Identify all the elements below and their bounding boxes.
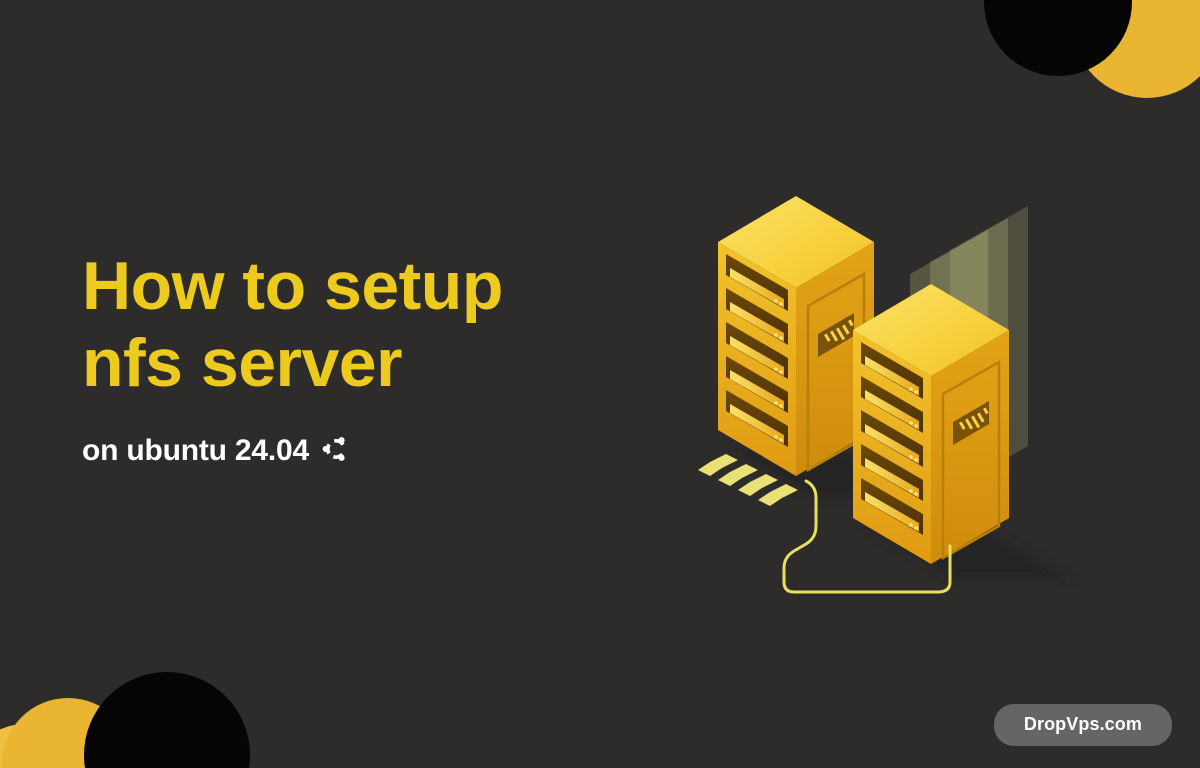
ubuntu-logo-icon: [321, 434, 351, 469]
status-indicator-right: [953, 401, 989, 445]
server-unit-left: [718, 196, 874, 476]
server-illustration: [688, 146, 1088, 596]
data-flow-chevrons: [698, 454, 798, 506]
rack-slots-left: [726, 254, 788, 447]
subtitle-row: on ubuntu 24.04: [82, 434, 602, 469]
network-cable: [782, 479, 952, 594]
rack-slots-right: [861, 342, 923, 535]
decor-bottom-left-black-circle: [84, 672, 250, 768]
server-unit-right: [853, 284, 1009, 564]
site-badge[interactable]: DropVps.com: [993, 704, 1172, 746]
page-title: How to setup nfs server: [82, 248, 503, 401]
page-subtitle: on ubuntu 24.04: [82, 434, 310, 468]
status-indicator-left: [818, 313, 854, 357]
headline-block: How to setup nfs server on ubuntu 24.04: [82, 248, 602, 469]
